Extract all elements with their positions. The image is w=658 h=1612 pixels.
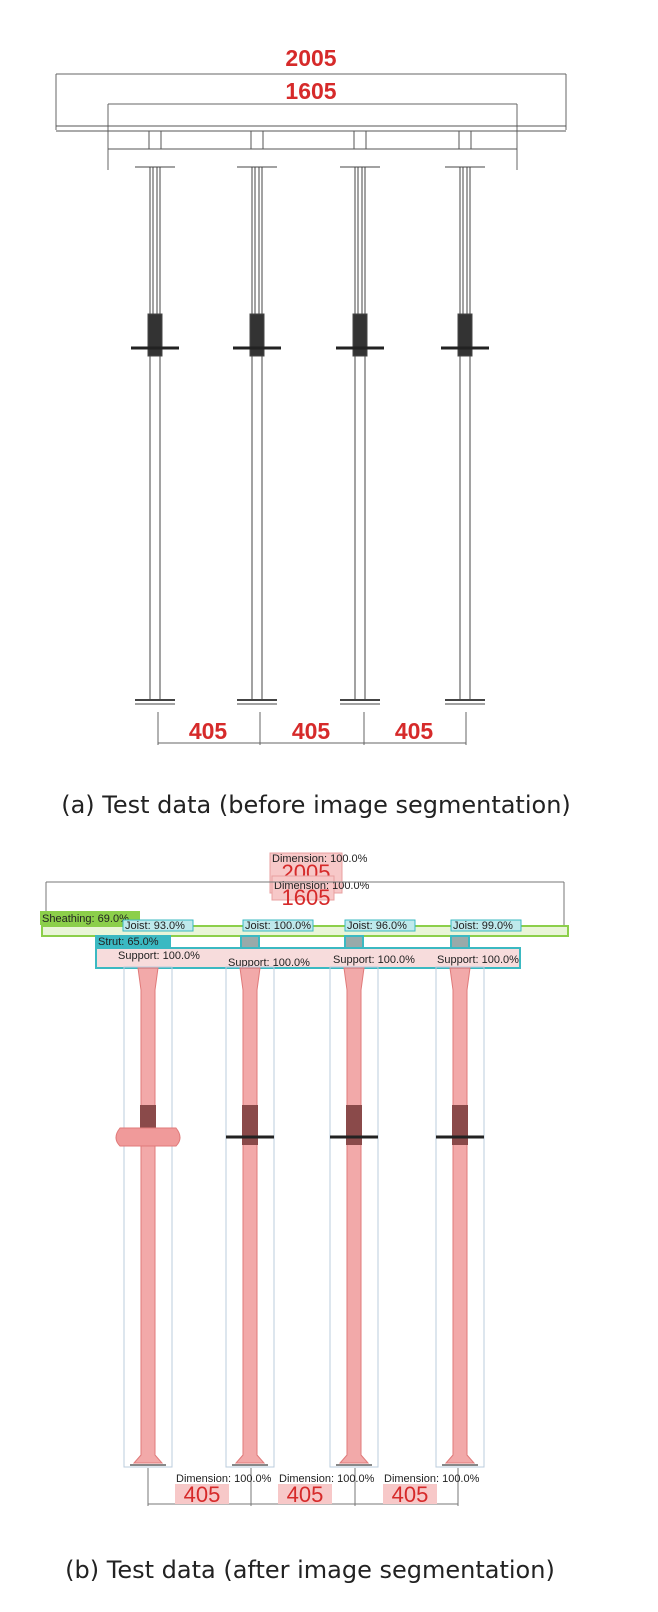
support-a-coupler xyxy=(147,313,163,357)
panel-b: Dimension: 100.0% 2005 Dimension: 100.0%… xyxy=(40,852,569,1584)
joists-a xyxy=(148,131,472,149)
support-b-4 xyxy=(435,966,485,1468)
support-b-bbox xyxy=(435,966,485,1468)
support-b-coupler xyxy=(346,1105,362,1145)
joist-b-4-label-bg xyxy=(450,919,522,932)
support-b-mask xyxy=(234,967,266,1464)
bottom-dim-label-2: Dimension: 100.0% xyxy=(279,1473,375,1485)
dimension-lines-bottom xyxy=(157,712,467,745)
joist-b-1-label: Joist: 93.0% xyxy=(125,920,185,932)
sheathing-band xyxy=(56,125,566,150)
dim-inner-label: 1605 xyxy=(285,78,336,104)
joist-b-4-label: Joist: 99.0% xyxy=(453,920,513,932)
support-a-3 xyxy=(336,166,384,705)
sheathing-label: Sheathing: 69.0% xyxy=(42,913,129,925)
support-b-coupler xyxy=(242,1105,258,1145)
support-a-coupler xyxy=(249,313,265,357)
bottom-dim-label-3: Dimension: 100.0% xyxy=(384,1473,480,1485)
support-a-coupler xyxy=(352,313,368,357)
dimension-box-inner xyxy=(271,875,335,901)
joist-b-1-label-bg xyxy=(122,919,194,932)
strut-label-bg xyxy=(95,935,171,948)
support-b-2 xyxy=(225,966,275,1468)
support-a-2 xyxy=(233,166,281,705)
support-b-1 xyxy=(115,966,181,1468)
joist-b-3-label-bg xyxy=(344,919,416,932)
support-box xyxy=(95,947,521,969)
support-a-coupler xyxy=(457,313,473,357)
bottom-dim-box-1 xyxy=(175,1484,229,1504)
dimension-lines-top xyxy=(55,73,567,170)
dim-spacing-3: 405 xyxy=(395,718,434,744)
support-b-mask xyxy=(132,967,164,1464)
bottom-dim-box-2 xyxy=(278,1484,332,1504)
dim-spacing-2: 405 xyxy=(292,718,331,744)
bottom-dim-value-3: 405 xyxy=(392,1482,429,1507)
support-a-4 xyxy=(441,166,489,705)
support-b-handle-mask xyxy=(115,1127,181,1147)
bottom-dim-value-1: 405 xyxy=(184,1482,221,1507)
support-label-4: Support: 100.0% xyxy=(437,954,519,966)
caption-b: (b) Test data (after image segmentation) xyxy=(65,1556,555,1584)
support-b-bbox xyxy=(123,966,173,1468)
dim-spacing-1: 405 xyxy=(189,718,228,744)
bottom-dim-value-2: 405 xyxy=(287,1482,324,1507)
support-b-coupler xyxy=(452,1105,468,1145)
support-label-2: Support: 100.0% xyxy=(228,957,310,969)
support-label-3: Support: 100.0% xyxy=(333,954,415,966)
joists-b: Joist: 93.0% Joist: 100.0% Joist: 96.0% Joi… xyxy=(122,919,522,951)
joist-b-3-label: Joist: 96.0% xyxy=(347,920,407,932)
dim-inner-value: 1605 xyxy=(282,885,331,910)
caption-a: (a) Test data (before image segmentation… xyxy=(61,791,571,819)
support-label-1: Support: 100.0% xyxy=(118,950,200,962)
dim-label-inner: Dimension: 100.0% xyxy=(274,880,370,892)
joist-b-2-label: Joist: 100.0% xyxy=(245,920,311,932)
dim-total-label: 2005 xyxy=(285,45,336,71)
dim-label-total: Dimension: 100.0% xyxy=(272,853,368,865)
joist-b-2-label-bg xyxy=(242,919,314,932)
supports-b xyxy=(115,966,485,1468)
strut-label: Strut: 65.0% xyxy=(98,936,159,948)
supports-a xyxy=(131,166,489,705)
panel-a: 2005 1605 405 405 xyxy=(55,45,571,819)
support-b-mask xyxy=(444,967,476,1464)
support-b-mask xyxy=(338,967,370,1464)
support-a-1 xyxy=(131,166,179,705)
support-b-bbox xyxy=(329,966,379,1468)
bottom-dim-label-1: Dimension: 100.0% xyxy=(176,1473,272,1485)
support-b-bbox xyxy=(225,966,275,1468)
support-labels: Support: 100.0% Support: 100.0% Support:… xyxy=(118,950,519,969)
sheathing-label-bg xyxy=(40,911,140,925)
support-b-3 xyxy=(329,966,379,1468)
bottom-dim-box-3 xyxy=(383,1484,437,1504)
